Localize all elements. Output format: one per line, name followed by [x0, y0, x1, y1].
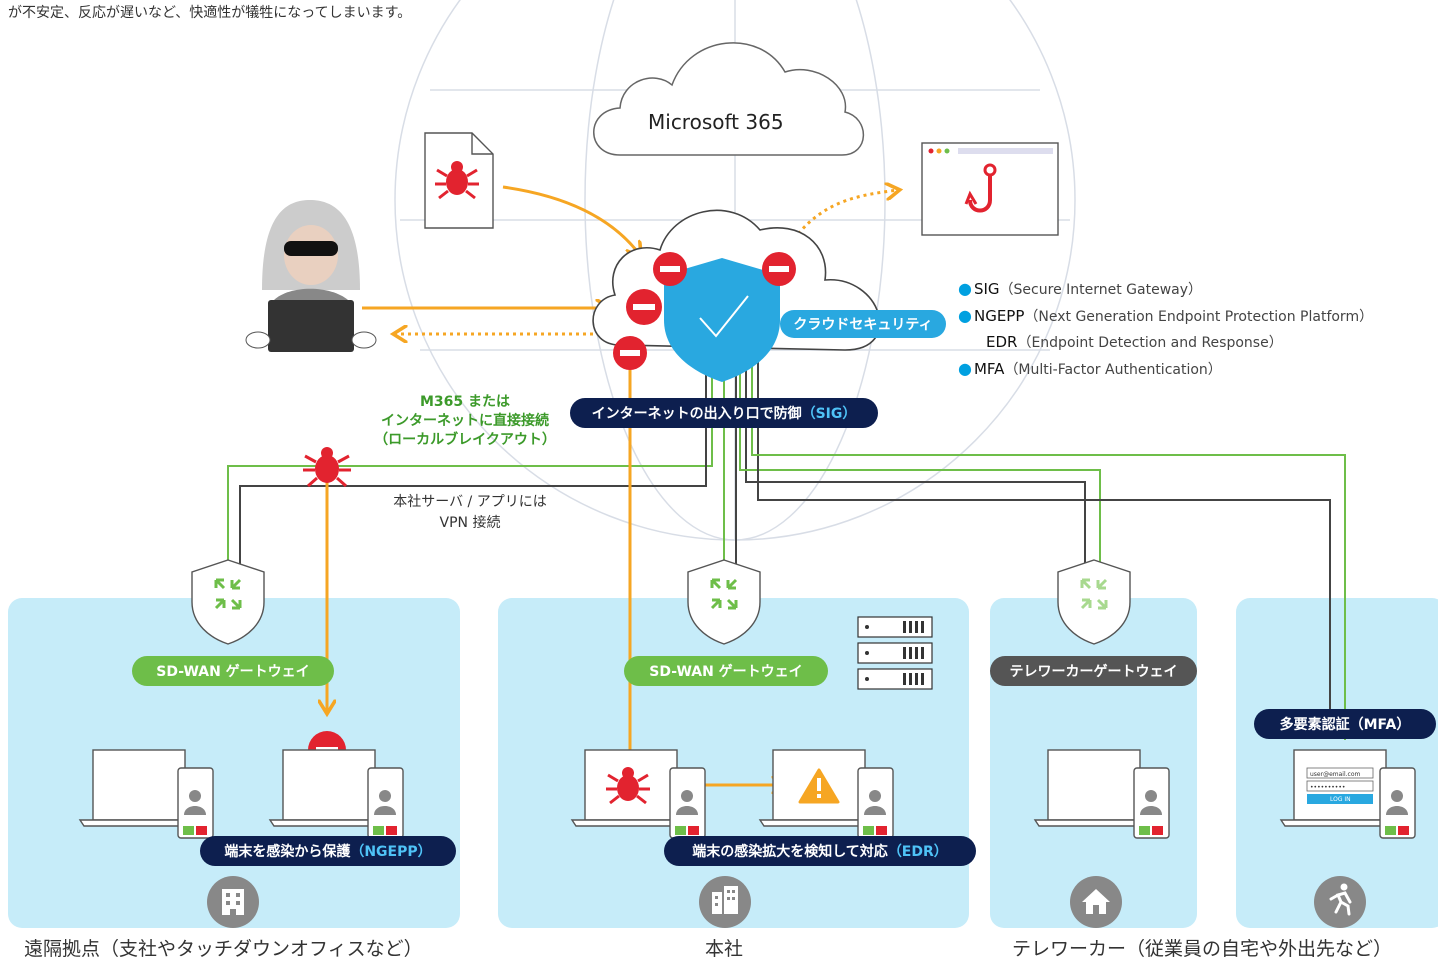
phishing-window-icon — [921, 142, 1059, 236]
sig-pill-main: インターネットの出入り口で防御 — [591, 406, 802, 422]
m365-cloud — [593, 42, 865, 156]
gateway-shield-icons — [191, 559, 1131, 645]
running-person-icon — [1314, 876, 1366, 928]
login-button-label: LOG IN — [1330, 796, 1351, 803]
attack-arrows — [327, 187, 898, 785]
legend-item-edr: EDR（Endpoint Detection and Response） — [986, 333, 1283, 351]
branch-gateway-pill: SD-WAN ゲートウェイ — [132, 656, 334, 686]
cloud-security-badge: クラウドセキュリティ — [780, 310, 946, 338]
building-icon — [207, 876, 259, 928]
mfa-pill: 多要素認証（MFA） — [1254, 709, 1436, 739]
server-stack-icon — [857, 616, 933, 690]
m365-label: Microsoft 365 — [648, 110, 784, 134]
legend-bullet-icon: ● — [958, 359, 972, 378]
security-legend: ●SIG（Secure Internet Gateway） ●NGEPP（Nex… — [958, 276, 1373, 383]
zone-icons — [207, 876, 1366, 928]
login-password: •••••••••• — [1310, 784, 1345, 791]
sig-pill-accent: （SIG） — [801, 406, 857, 422]
hacker-icon — [245, 200, 377, 352]
infected-endpoint-bug-icon — [606, 767, 650, 805]
local-breakout-note: M365 または インターネットに直接接続 （ローカルブレイクアウト） — [374, 394, 556, 448]
shield-check-icon — [664, 258, 780, 382]
login-email: user@email.com — [1310, 771, 1361, 778]
zone-label-branch: 遠隔拠点（支社やタッチダウンオフィスなど） — [24, 938, 423, 960]
legend-item-mfa: ●MFA（Multi-Factor Authentication） — [958, 359, 1222, 378]
vpn-note: 本社サーバ / アプリには VPN 接続 — [393, 494, 547, 531]
legend-bullet-icon: ● — [958, 306, 972, 325]
office-building-icon — [699, 876, 751, 928]
intro-text: が不安定、反応が遅いなど、快適性が犠牲になってしまいます。 — [8, 5, 412, 21]
sig-pill: インターネットの出入り口で防御（SIG） — [570, 398, 878, 428]
malware-bug-icon — [303, 447, 351, 488]
legend-item-sig: ●SIG（Secure Internet Gateway） — [958, 279, 1203, 298]
phone-approve-deny-buttons — [183, 826, 1409, 835]
legend-item-ngepp: ●NGEPP（Next Generation Endpoint Protecti… — [958, 306, 1374, 325]
malware-file-icon — [424, 132, 494, 229]
edr-pill: 端末の感染拡大を検知して対応（EDR） — [664, 836, 976, 866]
ngepp-pill: 端末を感染から保護（NGEPP） — [200, 836, 456, 866]
legend-bullet-icon: ● — [958, 279, 972, 298]
hq-gateway-pill: SD-WAN ゲートウェイ — [624, 656, 828, 686]
cloud-security-label: クラウドセキュリティ — [793, 317, 933, 333]
warning-icon — [798, 768, 840, 804]
zone-label-hq: 本社 — [705, 938, 744, 960]
home-icon — [1070, 876, 1122, 928]
login-form: user@email.com •••••••••• LOG IN — [1306, 767, 1374, 804]
zone-label-telework: テレワーカー（従業員の自宅や外出先など） — [1012, 938, 1393, 960]
telework-gateway-pill: テレワーカーゲートウェイ — [990, 656, 1197, 686]
phone-user-avatars — [184, 790, 1408, 815]
